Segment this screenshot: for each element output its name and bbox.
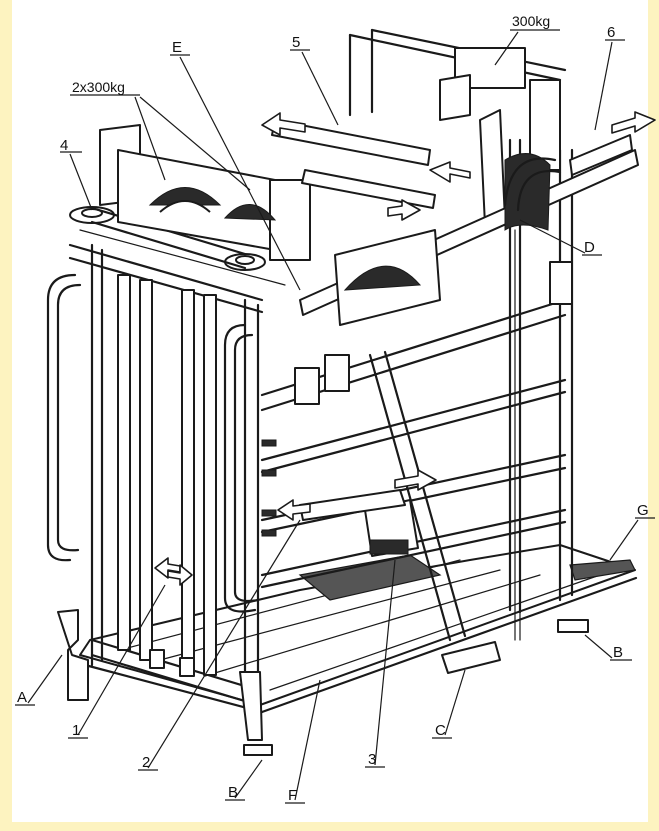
- label-d: D: [584, 239, 595, 256]
- feet: [57, 609, 589, 756]
- arrow-gate-2: [277, 499, 311, 521]
- arrow-top-mid: [387, 199, 421, 221]
- diagonal-strut: [368, 350, 467, 642]
- arrow-clamp: [394, 469, 437, 491]
- pulley-assembly-4: [69, 206, 286, 286]
- side-handles: [46, 273, 260, 613]
- label-300kg: 300kg: [512, 13, 550, 29]
- lever-d: [503, 157, 562, 212]
- chain-rod: [514, 229, 521, 641]
- label-5: 5: [292, 34, 300, 51]
- label-c: C: [435, 722, 446, 739]
- label-1: 1: [72, 722, 80, 739]
- label-a: A: [17, 689, 27, 706]
- leader-lines: [15, 29, 655, 804]
- pedal-c: [441, 641, 501, 674]
- arrow-lever-5: [261, 112, 306, 136]
- label-6: 6: [607, 24, 615, 41]
- label-2x300kg: 2x300kg: [72, 79, 125, 95]
- label-b-left: B: [228, 784, 238, 801]
- neck-clamp-3: [299, 489, 419, 557]
- center-weights: [294, 229, 441, 405]
- arrow-lever-5b: [429, 161, 471, 183]
- label-g: G: [637, 502, 649, 519]
- arrow-lever-6: [611, 111, 656, 134]
- arrow-gate-1: [154, 557, 193, 586]
- label-e: E: [172, 39, 182, 56]
- label-2: 2: [142, 754, 150, 771]
- label-f: F: [288, 787, 297, 804]
- label-3: 3: [368, 751, 376, 768]
- label-4: 4: [60, 137, 68, 154]
- floor-plate-center: [298, 554, 442, 601]
- counterweight-2x300kg: [99, 124, 311, 261]
- floor-plate-g: [569, 559, 636, 581]
- bolt-bracket: [261, 439, 277, 537]
- label-b-right: B: [613, 644, 623, 661]
- counterweight-300kg: [504, 153, 551, 231]
